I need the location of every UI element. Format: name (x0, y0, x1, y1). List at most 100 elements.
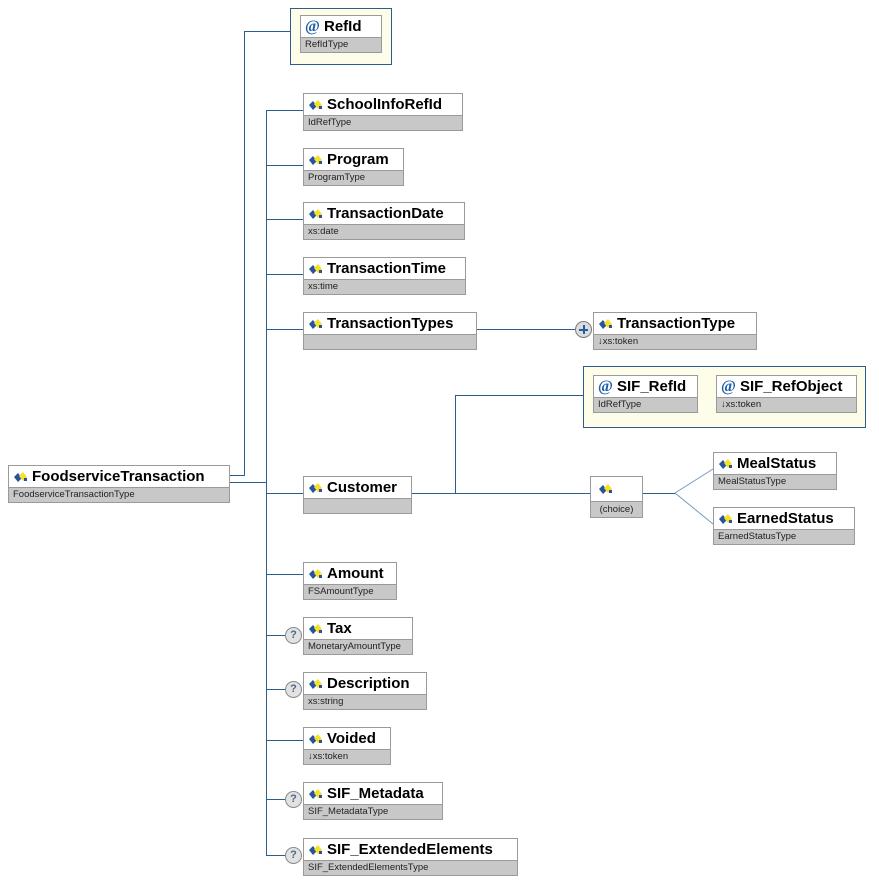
node-title-row: Customer (304, 477, 411, 498)
optional-symbol: ? (290, 683, 297, 695)
node-title-row: @ SIF_RefId (594, 376, 697, 397)
connector-attribute-trunk (244, 31, 245, 475)
element-icon (308, 844, 323, 857)
element-icon (598, 318, 613, 331)
node-transactiondate[interactable]: TransactionDate xs:date (303, 202, 465, 240)
node-title-row: @ SIF_RefObject (717, 376, 856, 397)
element-icon (308, 208, 323, 221)
node-transactiontypes[interactable]: TransactionTypes (303, 312, 477, 350)
node-name: Tax (327, 620, 352, 637)
connector-customer (266, 493, 304, 494)
optional-marker-sif-metadata: ? (285, 791, 302, 808)
node-type: xs:time (304, 279, 465, 294)
node-title-row: Tax (304, 618, 412, 639)
node-name: Program (327, 151, 389, 168)
attribute-icon: @ (721, 378, 736, 395)
node-title-row: TransactionTypes (304, 313, 476, 334)
node-transactiontype[interactable]: TransactionType ↓xs:token (593, 312, 757, 350)
node-tax[interactable]: Tax MonetaryAmountType (303, 617, 413, 655)
node-sif-refid[interactable]: @ SIF_RefId IdRefType (593, 375, 698, 413)
element-icon (308, 99, 323, 112)
connector-sif-metadata (266, 799, 287, 800)
optional-symbol: ? (290, 629, 297, 641)
node-type: FoodserviceTransactionType (9, 487, 229, 502)
node-sif-extendedelements[interactable]: SIF_ExtendedElements SIF_ExtendedElement… (303, 838, 518, 876)
connector-transactiontypes-to-transactiontype (477, 329, 575, 330)
node-description[interactable]: Description xs:string (303, 672, 427, 710)
node-sif-metadata[interactable]: SIF_Metadata SIF_MetadataType (303, 782, 443, 820)
element-icon (308, 788, 323, 801)
node-type: MonetaryAmountType (304, 639, 412, 654)
node-name: FoodserviceTransaction (32, 468, 205, 485)
element-icon (308, 568, 323, 581)
node-name: TransactionTime (327, 260, 446, 277)
node-program[interactable]: Program ProgramType (303, 148, 404, 186)
node-name: SIF_ExtendedElements (327, 841, 493, 858)
node-name: Customer (327, 479, 398, 496)
connector-element-trunk (266, 110, 267, 855)
optional-symbol: ? (290, 793, 297, 805)
node-name: SIF_Metadata (327, 785, 424, 802)
node-transactiontime[interactable]: TransactionTime xs:time (303, 257, 466, 295)
node-title-row: SIF_Metadata (304, 783, 442, 804)
node-title-row: @ RefId (301, 16, 381, 37)
node-name: TransactionType (617, 315, 736, 332)
connector-schoolinforefid (266, 110, 304, 111)
node-refid[interactable]: @ RefId RefIdType (300, 15, 382, 53)
element-icon (718, 513, 733, 526)
choice-node[interactable]: (choice) (590, 476, 643, 518)
node-schoolinforefid[interactable]: SchoolInfoRefId IdRefType (303, 93, 463, 131)
node-name: MealStatus (737, 455, 817, 472)
optional-marker-tax: ? (285, 627, 302, 644)
node-name: SIF_RefId (617, 378, 687, 395)
node-type: SIF_ExtendedElementsType (304, 860, 517, 875)
node-title-row: FoodserviceTransaction (9, 466, 229, 487)
node-type (304, 498, 411, 513)
element-icon (308, 318, 323, 331)
node-foodservicetransaction[interactable]: FoodserviceTransaction FoodserviceTransa… (8, 465, 230, 503)
node-sif-refobject[interactable]: @ SIF_RefObject ↓xs:token (716, 375, 857, 413)
node-amount[interactable]: Amount FSAmountType (303, 562, 397, 600)
node-title-row: Program (304, 149, 403, 170)
node-title-row: MealStatus (714, 453, 836, 474)
element-icon (308, 678, 323, 691)
node-title-row: SchoolInfoRefId (304, 94, 462, 115)
choice-label: (choice) (591, 501, 642, 517)
connector-attribute-trunk-base (230, 475, 245, 476)
node-earnedstatus[interactable]: EarnedStatus EarnedStatusType (713, 507, 855, 545)
node-type: FSAmountType (304, 584, 396, 599)
plus-expander-transactiontype[interactable] (575, 321, 592, 338)
choice-icon-row (591, 477, 642, 501)
attribute-icon: @ (305, 18, 320, 35)
optional-marker-description: ? (285, 681, 302, 698)
node-type: IdRefType (594, 397, 697, 412)
node-name: SchoolInfoRefId (327, 96, 442, 113)
element-icon (718, 458, 733, 471)
node-voided[interactable]: Voided ↓xs:token (303, 727, 391, 765)
attribute-icon: @ (598, 378, 613, 395)
connector-tax (266, 635, 287, 636)
connector-customer-to-choice (412, 493, 590, 494)
node-name: RefId (324, 18, 362, 35)
optional-symbol: ? (290, 849, 297, 861)
connector-description (266, 689, 287, 690)
element-icon (13, 471, 28, 484)
node-title-row: SIF_ExtendedElements (304, 839, 517, 860)
element-icon (308, 154, 323, 167)
node-title-row: TransactionTime (304, 258, 465, 279)
optional-marker-sif-extendedelements: ? (285, 847, 302, 864)
connector-sif-extendedelements (266, 855, 287, 856)
node-title-row: Amount (304, 563, 396, 584)
element-icon (308, 263, 323, 276)
connector-root-stub (230, 482, 267, 483)
node-title-row: Description (304, 673, 426, 694)
node-type: xs:string (304, 694, 426, 709)
node-title-row: Voided (304, 728, 390, 749)
node-customer[interactable]: Customer (303, 476, 412, 514)
element-icon (308, 623, 323, 636)
element-icon (308, 482, 323, 495)
node-mealstatus[interactable]: MealStatus MealStatusType (713, 452, 837, 490)
node-type (304, 334, 476, 349)
